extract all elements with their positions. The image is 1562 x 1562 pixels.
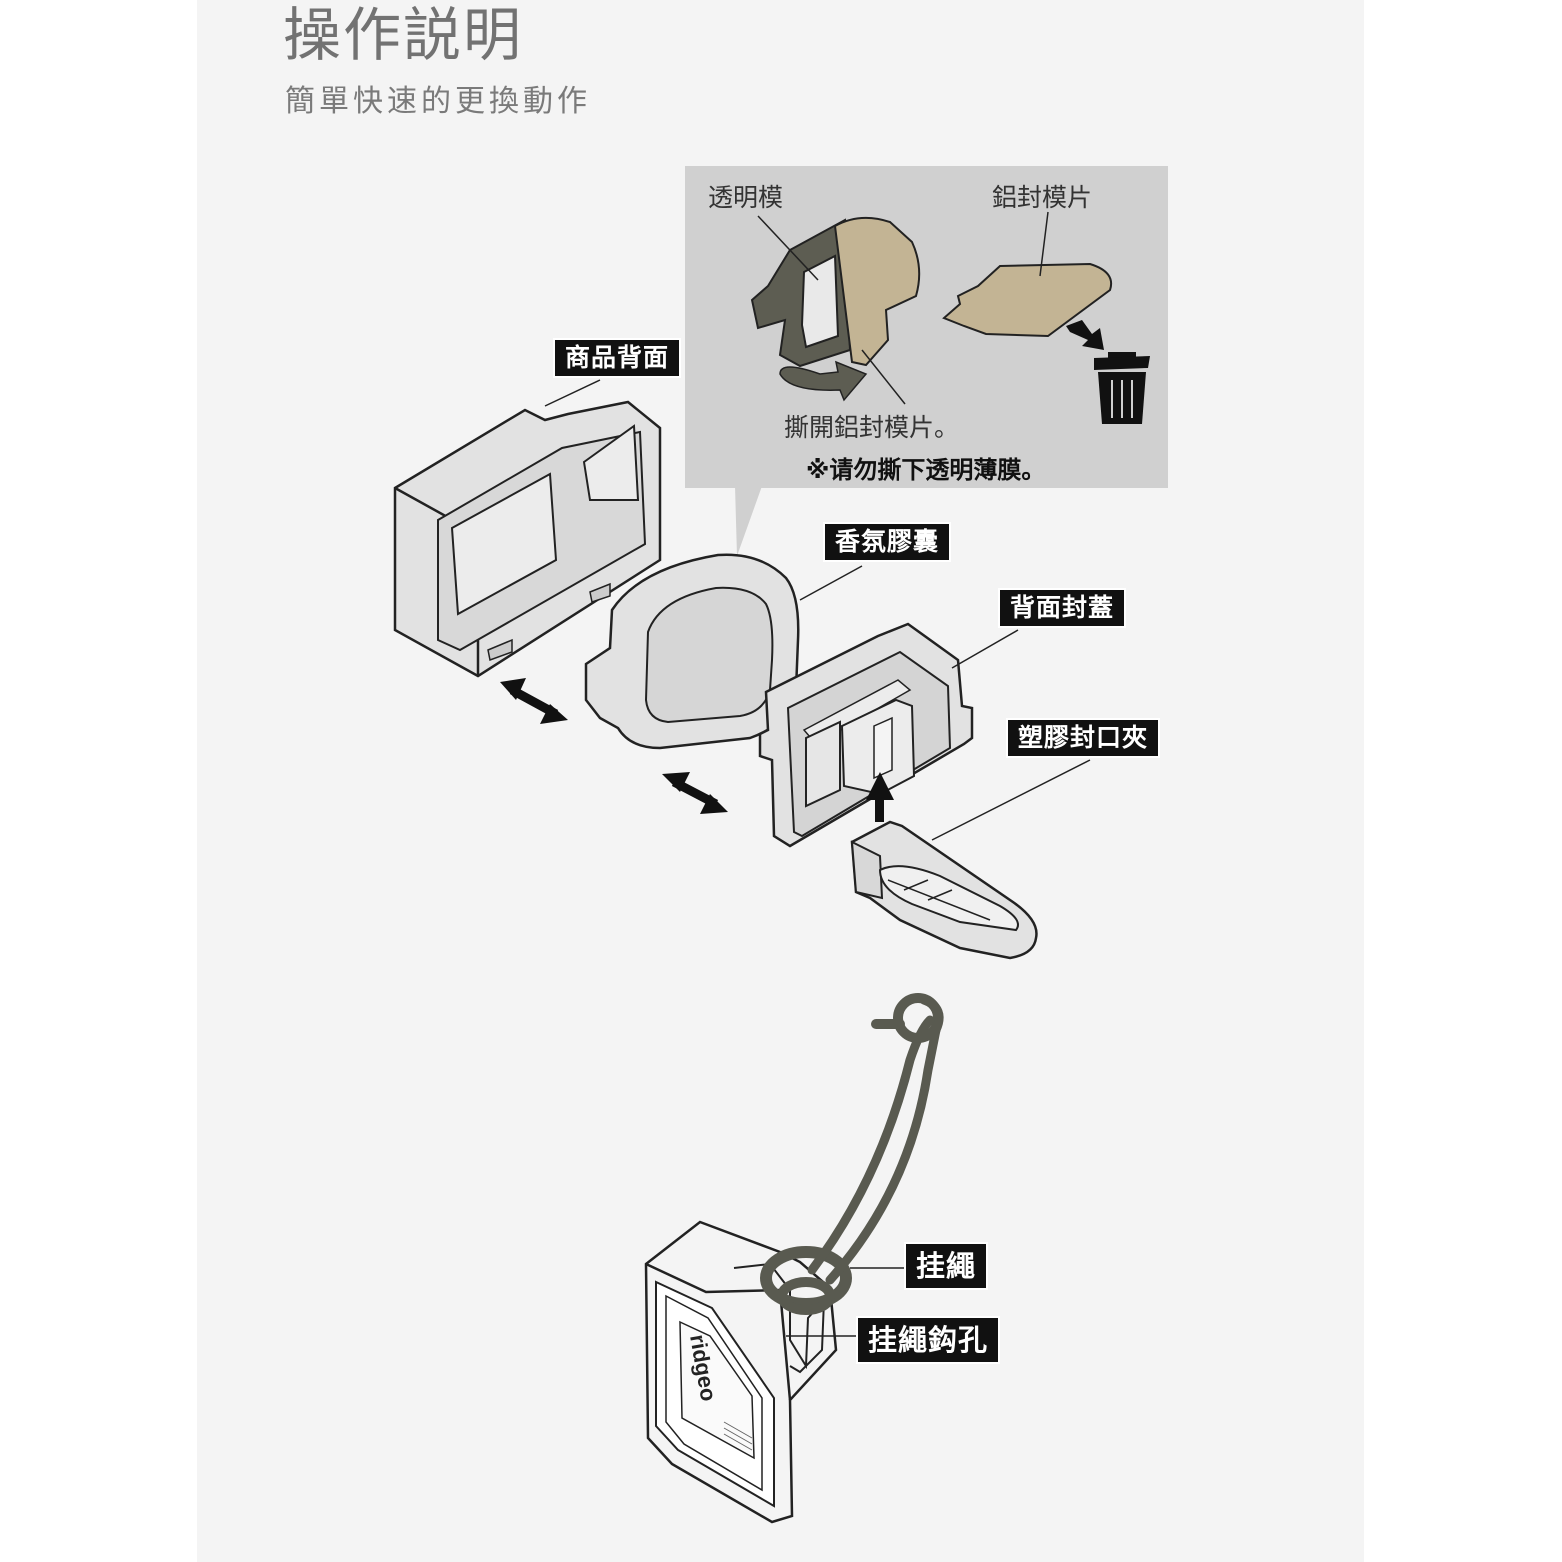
leader-back-cover [951,629,1019,669]
slide-arrow-2 [662,772,728,814]
tag-plastic-clip: 塑膠封口夾 [1006,718,1161,758]
tag-lanyard: 挂繩 [904,1242,989,1290]
inset-pointer [735,486,762,556]
leader-foil [1039,211,1049,277]
page-subtitle: 簡單快速的更換動作 [285,84,591,119]
tag-product-back: 商品背面 [553,338,682,378]
label-clear-mold: 透明模 [708,183,784,212]
product-back-illustration [393,400,662,678]
leader-product-back [544,379,601,407]
tag-back-cover: 背面封蓋 [998,588,1127,628]
slide-arrow-1 [500,678,568,724]
warning-text: ※请勿撕下透明薄膜。 [806,456,1046,484]
leader-capsule [799,565,863,601]
clear-mold-illustration [750,216,921,402]
fragrance-capsule-illustration [584,553,800,750]
instruction-text: 撕開鋁封模片。 [784,413,960,442]
inset-box [685,166,1168,488]
leader-clip [931,759,1091,841]
leader-tear [861,349,906,405]
trash-icon [1094,352,1150,424]
plastic-clip-illustration [850,820,1038,960]
discard-arrow [1066,320,1104,350]
insert-arrow [866,772,894,822]
page-title: 操作説明 [283,1,524,69]
leader-clear-mold [757,215,819,281]
tag-fragrance-capsule: 香氛膠囊 [823,522,952,562]
tag-lanyard-hole: 挂繩鈎孔 [856,1316,1001,1364]
foil-sheet-illustration [942,262,1112,338]
label-foil-sheet: 鋁封模片 [992,183,1093,212]
back-cover-illustration [758,622,974,848]
lanyard-illustration [760,993,944,1315]
device-illustration [644,1220,838,1524]
